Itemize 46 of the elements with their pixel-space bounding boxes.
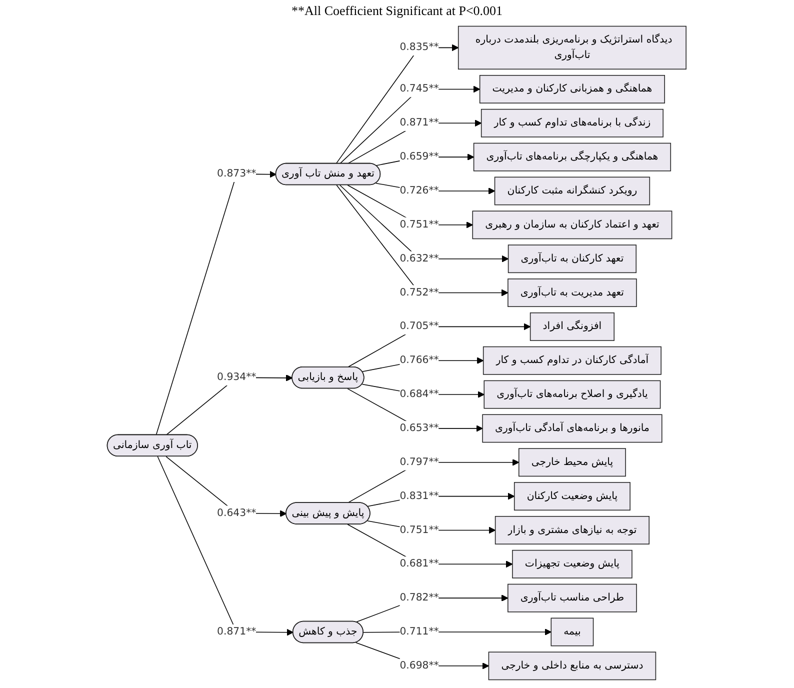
edge-label: 0.871** [400, 117, 440, 129]
node-box: هماهنگی و یکپارچگی برنامه‌های تاب‌آوری [474, 142, 672, 172]
node-box: دسترسی به منابع داخلی و خارجی [488, 652, 656, 680]
node-box: آمادگی کارکنان در تداوم کسب و کار [483, 346, 662, 375]
node-box: یادگیری و اصلاح برنامه‌های تاب‌آوری [484, 380, 662, 409]
diagram-title: **All Coefficient Significant at P<0.001 [290, 2, 504, 20]
node-box: دیدگاه استراتژیک و برنامه‌ریزی بلندمدت درباره تاب‌آوری [458, 26, 687, 70]
edge-label: 0.653** [400, 422, 440, 434]
edge-label: 0.751** [400, 218, 440, 231]
node-box: بیمه [551, 618, 594, 646]
edge-label: 0.752** [400, 286, 440, 298]
node-box: پایش وضعیت تجهیزات [512, 550, 633, 578]
edge-label: 0.835** [400, 42, 440, 54]
edge-label: 0.726** [400, 184, 440, 197]
edge-label: 0.698** [400, 660, 440, 672]
edge-label: 0.643** [217, 507, 257, 519]
node-box: هماهنگی و همزبانی کارکنان و مدیریت [480, 74, 666, 104]
edge-label: 0.797** [400, 456, 440, 468]
arrow [336, 44, 459, 164]
node-box: تعهد کارکنان به تاب‌آوری [508, 244, 637, 274]
node-box: توجه به نیازهای مشتری و بازار [495, 516, 650, 544]
node-box: مانورها و برنامه‌های آمادگی تاب‌آوری [482, 414, 663, 443]
edge-label: 0.871** [217, 626, 257, 638]
node-box: طراحی مناسب تاب‌آوری [508, 584, 638, 612]
edge-label: 0.659** [400, 151, 440, 163]
edge-label: 0.711** [400, 626, 440, 638]
node-box: پایش وضعیت کارکنان [514, 482, 631, 511]
edge-label: 0.705** [400, 320, 440, 332]
node-box: تعهد مدیریت به تاب‌آوری [508, 278, 638, 307]
edge-label: 0.632** [400, 252, 440, 264]
node-box: تعهد و اعتماد کارکنان به سازمان و رهبری [472, 210, 673, 240]
node-box: زندگی با برنامه‌های تداوم کسب و کار [481, 108, 664, 138]
node-box: افزونگی افراد [530, 312, 615, 341]
edge-label: 0.681** [400, 558, 440, 570]
arrow [156, 170, 277, 436]
arrow [340, 86, 480, 164]
edge-label: 0.934** [217, 372, 257, 384]
edge-label: 0.684** [400, 388, 440, 400]
edge-label: 0.766** [400, 354, 440, 366]
node-box: پایش محیط خارجی [518, 448, 626, 477]
edge-label: 0.751** [400, 524, 440, 536]
edge-label: 0.782** [400, 592, 440, 604]
edge-label: 0.831** [400, 490, 440, 502]
edge-label: 0.745** [400, 83, 440, 95]
node-box: رویکرد کنشگرانه مثبت کارکنان [494, 176, 650, 206]
edge-label: 0.873** [217, 168, 257, 180]
